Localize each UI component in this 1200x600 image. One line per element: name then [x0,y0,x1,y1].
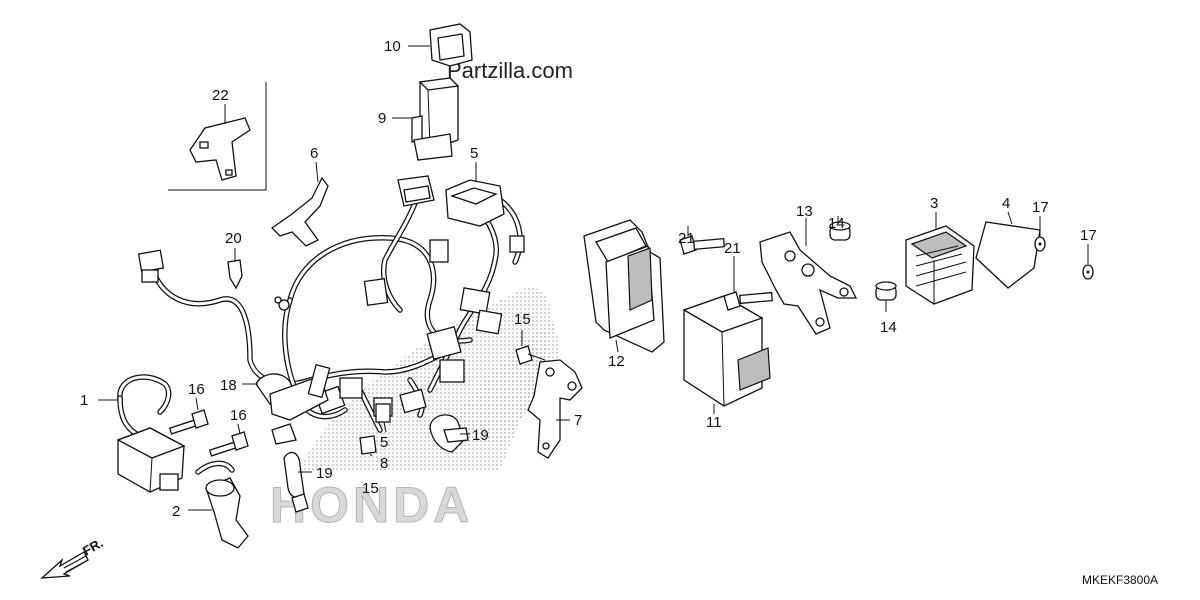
callout-4: 4 [1002,195,1010,212]
callout-17-right: 17 [1080,227,1097,244]
callout-15-lower: 15 [362,480,379,497]
part-14-collar-lower [875,281,897,312]
callout-19-right: 19 [472,427,489,444]
callout-13: 13 [796,203,813,220]
callout-18: 18 [220,377,237,394]
main-wire-harness [137,187,525,433]
callout-17-left: 17 [1032,199,1049,216]
callout-14-upper: 14 [828,215,845,232]
part-22-bracket-inset [168,82,267,191]
part-15-bolt-upper [515,330,546,365]
part-19-clip-right [429,414,470,453]
part-17-washer-left [1034,216,1046,252]
front-direction-arrow: FR. [40,535,106,579]
callout-21-right: 21 [724,240,741,257]
part-8-grommet [359,435,377,457]
part-13-mounting-bracket [759,218,858,335]
part-16-bolt-lower [208,423,249,457]
part-10-connector-cap [408,23,473,67]
part-20-clip [227,248,243,290]
part-16-bolt-upper [168,397,209,435]
callout-21-left: 21 [678,230,695,247]
part-4-cover-plate [975,211,1041,289]
part-14-collar-upper [829,216,851,241]
part-17-washer-right [1082,244,1094,280]
callout-1: 1 [80,392,88,409]
part-11-ecu-module [682,295,771,414]
callout-16-lower: 16 [230,407,247,424]
callout-5-upper: 5 [470,145,478,162]
part-12-control-unit [583,219,665,353]
part-5-connector-lower [375,403,391,433]
part-7-bracket [527,359,583,459]
callout-14-lower: 14 [880,319,897,336]
part-21-bolt-left [679,226,725,255]
callout-2: 2 [172,503,180,520]
callout-16-upper: 16 [188,381,205,398]
part-1-ignition-coil [98,374,186,493]
callout-20: 20 [225,230,242,247]
callout-7: 7 [574,412,582,429]
callout-5-lower: 5 [380,434,388,451]
part-2-spark-plug-cap [188,460,249,549]
callout-6: 6 [310,145,318,162]
callout-12: 12 [608,353,625,370]
part-5-connector-upper [397,162,505,227]
watermark-text: Partzilla.com [447,58,573,83]
callout-3: 3 [930,195,938,212]
diagram-code: MKEKF3800A [1082,573,1158,587]
part-3-regulator-rectifier [905,212,975,305]
part-6-bracket [270,161,329,247]
callout-11: 11 [706,414,722,431]
callout-15-upper: 15 [514,311,531,328]
callout-10: 10 [384,38,401,55]
part-19-clip-left [283,451,312,513]
part-18-harness-clamp [242,363,331,445]
callout-22: 22 [212,87,229,104]
callout-19-left: 19 [316,465,333,482]
part-9-relay [392,77,460,161]
part-21-bolt-right [723,256,773,311]
callout-9: 9 [378,110,386,127]
callout-8: 8 [380,455,388,472]
